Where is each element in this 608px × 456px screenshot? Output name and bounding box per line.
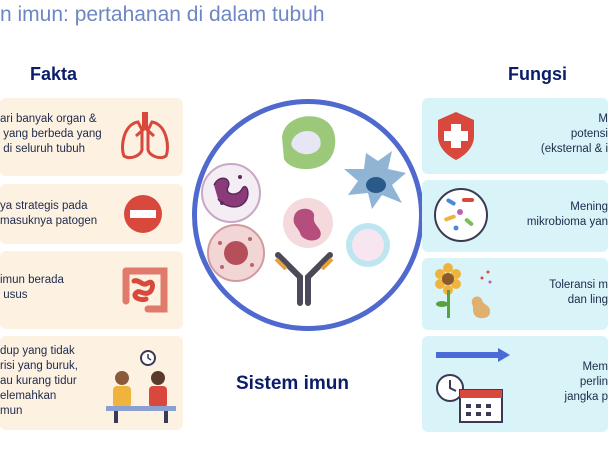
eosinophil-cell-icon (283, 198, 333, 248)
lymphocyte-cell-icon (346, 223, 390, 267)
fakta-text-2: ya strategis pada masuknya patogen (0, 200, 98, 227)
fakta-text-1: ari banyak organ & yang berbeda yang di … (0, 113, 102, 155)
fakta-card-1: ari banyak organ & yang berbeda yang di … (0, 98, 183, 176)
mast-cell-icon (207, 224, 265, 282)
fungsi-text-2: Mening mikrobioma yan (526, 201, 608, 228)
fungsi-text-1: M potensi (eksternal & i (540, 113, 608, 155)
fungsi-heading: Fungsi (508, 64, 567, 84)
fungsi-text-4: Mem perlin jangka p (564, 361, 608, 403)
immune-cells-illustration (201, 116, 406, 306)
page-title: n imun: pertahanan di dalam tubuh (0, 3, 325, 26)
fakta-card-4: dup yang tidak risi yang buruk, au kuran… (0, 336, 183, 430)
people-eating-icon (106, 350, 176, 423)
fungsi-text-3: Toleransi m dan ling (549, 279, 608, 306)
fungsi-card-1: M potensi (eksternal & i (422, 98, 608, 174)
dendritic-cell-icon (344, 151, 406, 209)
intestine-icon (122, 267, 168, 313)
fakta-text-3: imun berada usus (0, 274, 64, 301)
flower-peanut-icon (435, 263, 492, 319)
fakta-heading: Fakta (30, 64, 78, 84)
immune-system-label: Sistem imun (236, 373, 349, 394)
shield-cross-icon (438, 112, 474, 160)
fungsi-card-4: Mem perlin jangka p (422, 336, 608, 432)
immune-system-circle (192, 99, 424, 331)
no-entry-icon (124, 195, 162, 233)
fakta-card-3: imun berada usus (0, 251, 183, 329)
fungsi-card-3: Toleransi m dan ling (422, 258, 608, 330)
fakta-text-4: dup yang tidak risi yang buruk, au kuran… (0, 345, 78, 417)
fakta-card-2: ya strategis pada masuknya patogen (0, 184, 183, 244)
clock-calendar-icon (436, 348, 510, 423)
fungsi-card-2: Mening mikrobioma yan (422, 180, 608, 252)
petri-dish-icon (434, 188, 488, 242)
lungs-icon (121, 112, 169, 160)
antibody-icon (274, 252, 334, 306)
monocyte-cell-icon (282, 116, 336, 170)
neutrophil-cell-icon (201, 163, 261, 223)
